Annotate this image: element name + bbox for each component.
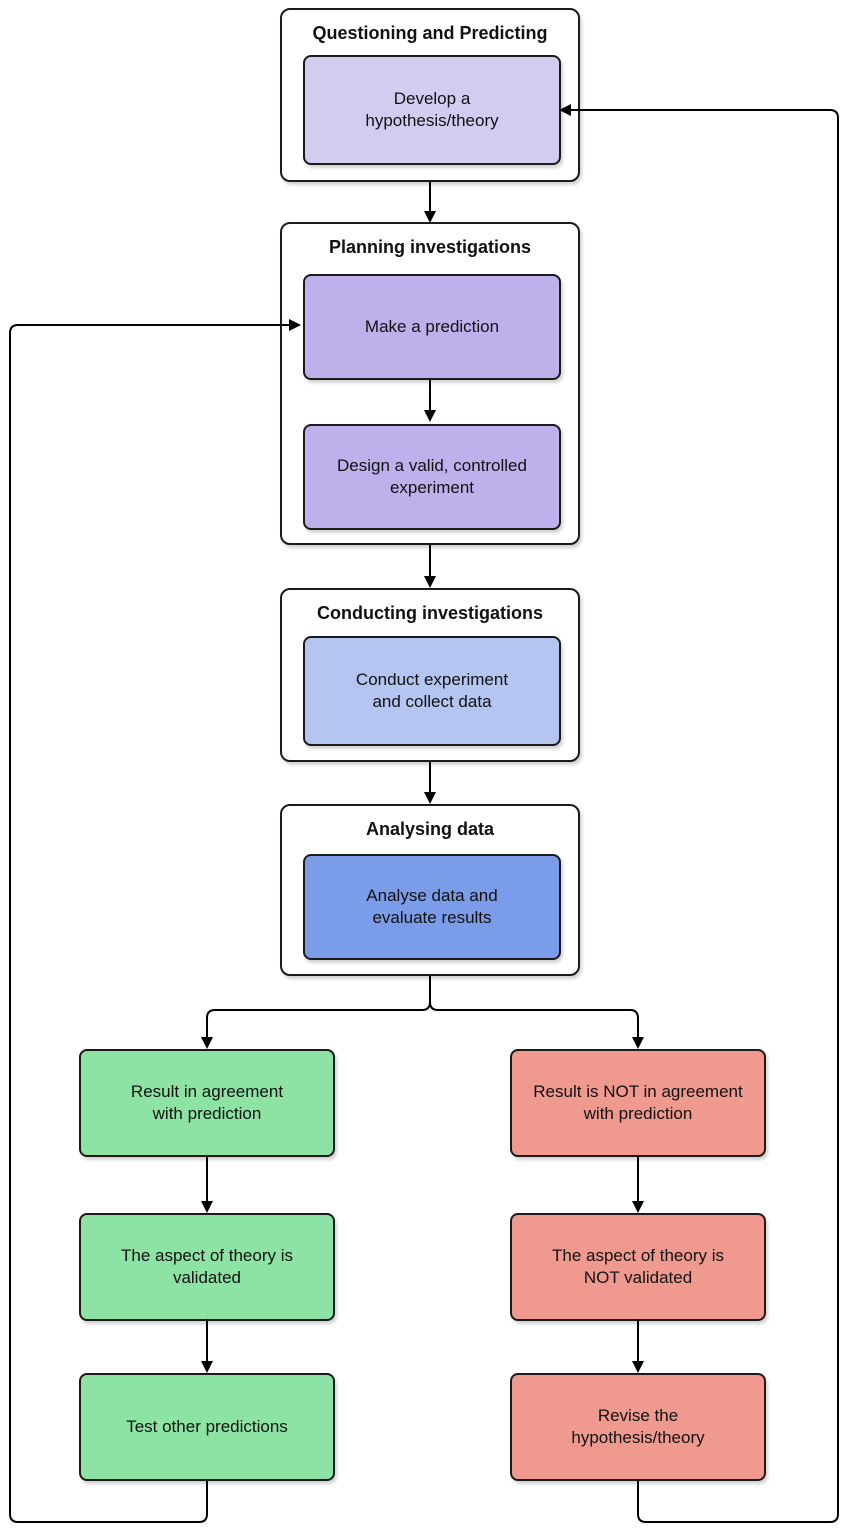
connector-not-agreement-to-not-validated [632,1157,644,1213]
stage-title-analysing-data: Analysing data [365,819,495,839]
node-make-a-prediction: Make a prediction [303,274,561,380]
stage-title-questioning-and-predicting: Questioning and Predicting [312,23,548,43]
node-revise-hypothesis-theory: Revise the hypothesis/theory [510,1373,766,1481]
connector-not-validated-to-revise [632,1319,644,1373]
node-develop-hypothesis-theory: Develop a hypothesis/theory [303,55,561,165]
node-test-other-predictions: Test other predictions [79,1373,335,1481]
connector-stage2-to-stage3 [424,545,436,588]
node-analyse-data-evaluate-results: Analyse data and evaluate results [303,854,561,960]
connector-split-to-positive [201,976,431,1049]
node-result-not-in-agreement: Result is NOT in agreement with predicti… [510,1049,766,1157]
stage-questioning-and-predicting: Questioning and Predicting Develop a hyp… [280,8,580,182]
node-design-controlled-experiment: Design a valid, controlled experiment [303,424,561,530]
connector-agreement-to-validated [201,1157,213,1213]
connector-split-to-negative [429,976,644,1049]
stage-conducting-investigations: Conducting investigations Conduct experi… [280,588,580,762]
feedback-loop-test-to-make-prediction [9,319,301,1523]
connector-stage1-to-stage2 [424,182,436,223]
node-theory-validated: The aspect of theory is validated [79,1213,335,1321]
node-theory-not-validated: The aspect of theory is NOT validated [510,1213,766,1321]
connector-stage3-to-stage4 [424,762,436,804]
stage-planning-investigations: Planning investigations Make a predictio… [280,222,580,545]
stage-title-conducting-investigations: Conducting investigations [316,603,543,623]
node-conduct-experiment-collect-data: Conduct experiment and collect data [303,636,561,746]
stage-title-planning-investigations: Planning investigations [328,237,532,257]
node-result-in-agreement: Result in agreement with prediction [79,1049,335,1157]
connector-validated-to-test-other [201,1319,213,1373]
stage-analysing-data: Analysing data Analyse data and evaluate… [280,804,580,976]
